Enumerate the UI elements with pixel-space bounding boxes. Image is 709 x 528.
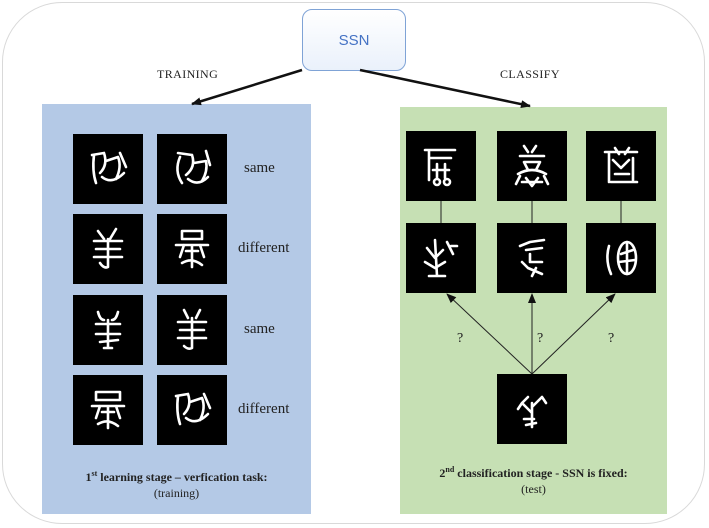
training-pair-4-right-glyph xyxy=(157,375,227,445)
class-1-candidate-glyph xyxy=(406,223,476,293)
class-2-top-glyph xyxy=(497,131,567,201)
class-3-top-glyph xyxy=(586,131,656,201)
classify-caption-ordinal: 2 xyxy=(439,466,446,480)
training-caption-ordinal: 1 xyxy=(85,470,92,484)
classify-caption-subtitle: (test) xyxy=(521,482,546,496)
classify-heading: CLASSIFY xyxy=(500,67,560,81)
training-pair-2-left-glyph xyxy=(73,214,143,284)
training-caption: 1st learning stage – verfication task: (… xyxy=(42,466,311,501)
training-pair-1-right-glyph xyxy=(157,134,227,204)
classify-caption: 2nd classification stage - SSN is fixed:… xyxy=(400,462,667,497)
class-2-candidate-glyph xyxy=(497,223,567,293)
class-3-candidate-glyph xyxy=(586,223,656,293)
training-pair-1-label: same xyxy=(244,160,275,176)
classify-caption-title: classification stage - SSN is fixed: xyxy=(454,466,628,480)
training-caption-sup: st xyxy=(91,469,98,478)
training-pair-2-right-glyph xyxy=(157,214,227,284)
class-1-top-glyph xyxy=(406,131,476,201)
query-glyph xyxy=(497,374,567,444)
training-pair-4-label: different xyxy=(238,401,290,417)
classify-caption-sup: nd xyxy=(445,465,455,474)
ssn-model-box: SSN xyxy=(302,9,406,71)
training-heading: TRAINING xyxy=(157,67,219,81)
training-pair-3-left-glyph xyxy=(73,295,143,365)
training-pair-3-label: same xyxy=(244,321,275,337)
training-caption-title: learning stage – verfication task: xyxy=(97,470,268,484)
ssn-label: SSN xyxy=(338,31,370,49)
training-pair-1-left-glyph xyxy=(73,134,143,204)
training-pair-2-label: different xyxy=(238,240,290,256)
question-mark-3: ? xyxy=(608,331,615,346)
training-pair-4-left-glyph xyxy=(73,375,143,445)
question-mark-2: ? xyxy=(537,331,544,346)
question-mark-1: ? xyxy=(457,331,464,346)
training-caption-subtitle: (training) xyxy=(153,486,200,500)
training-pair-3-right-glyph xyxy=(157,295,227,365)
